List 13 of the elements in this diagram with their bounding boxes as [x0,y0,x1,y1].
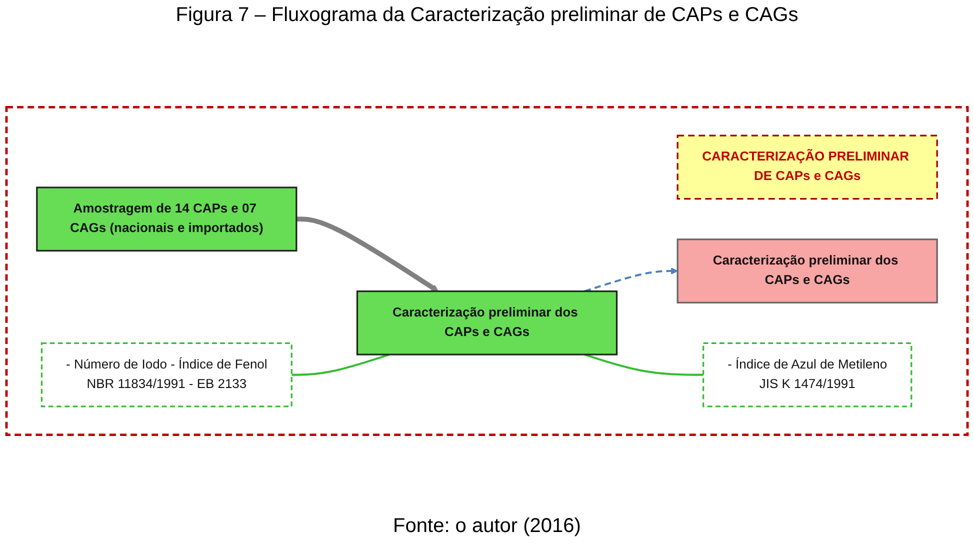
connector [584,354,704,376]
node-box: - Índice de Azul de Metileno JIS K 1474/1991 [702,342,912,408]
cluster [5,106,969,436]
node-box: Amostragem de 14 CAPs e 07 CAGs (nacionais e importados) [36,186,298,252]
figure-caption: Fonte: o autor (2016) [392,515,582,538]
node-box: Caracterização preliminar dos CAPs e CAGs [356,290,618,356]
node-box: CARACTERIZAÇÃO PRELIMINAR DE CAPs e CAGs [676,134,938,200]
figure-title: Figura 7 – Fluxograma da Caracterização preliminar de CAPs e CAGs [174,4,800,27]
arrow [296,216,439,292]
node-box: Caracterização preliminar dos CAPs e CAGs [676,238,938,304]
arrow [584,267,678,292]
connector [292,354,390,376]
node-box: - Número de Iodo - Índice de Fenol NBR 11834/1991 - EB 2133 [40,342,292,408]
